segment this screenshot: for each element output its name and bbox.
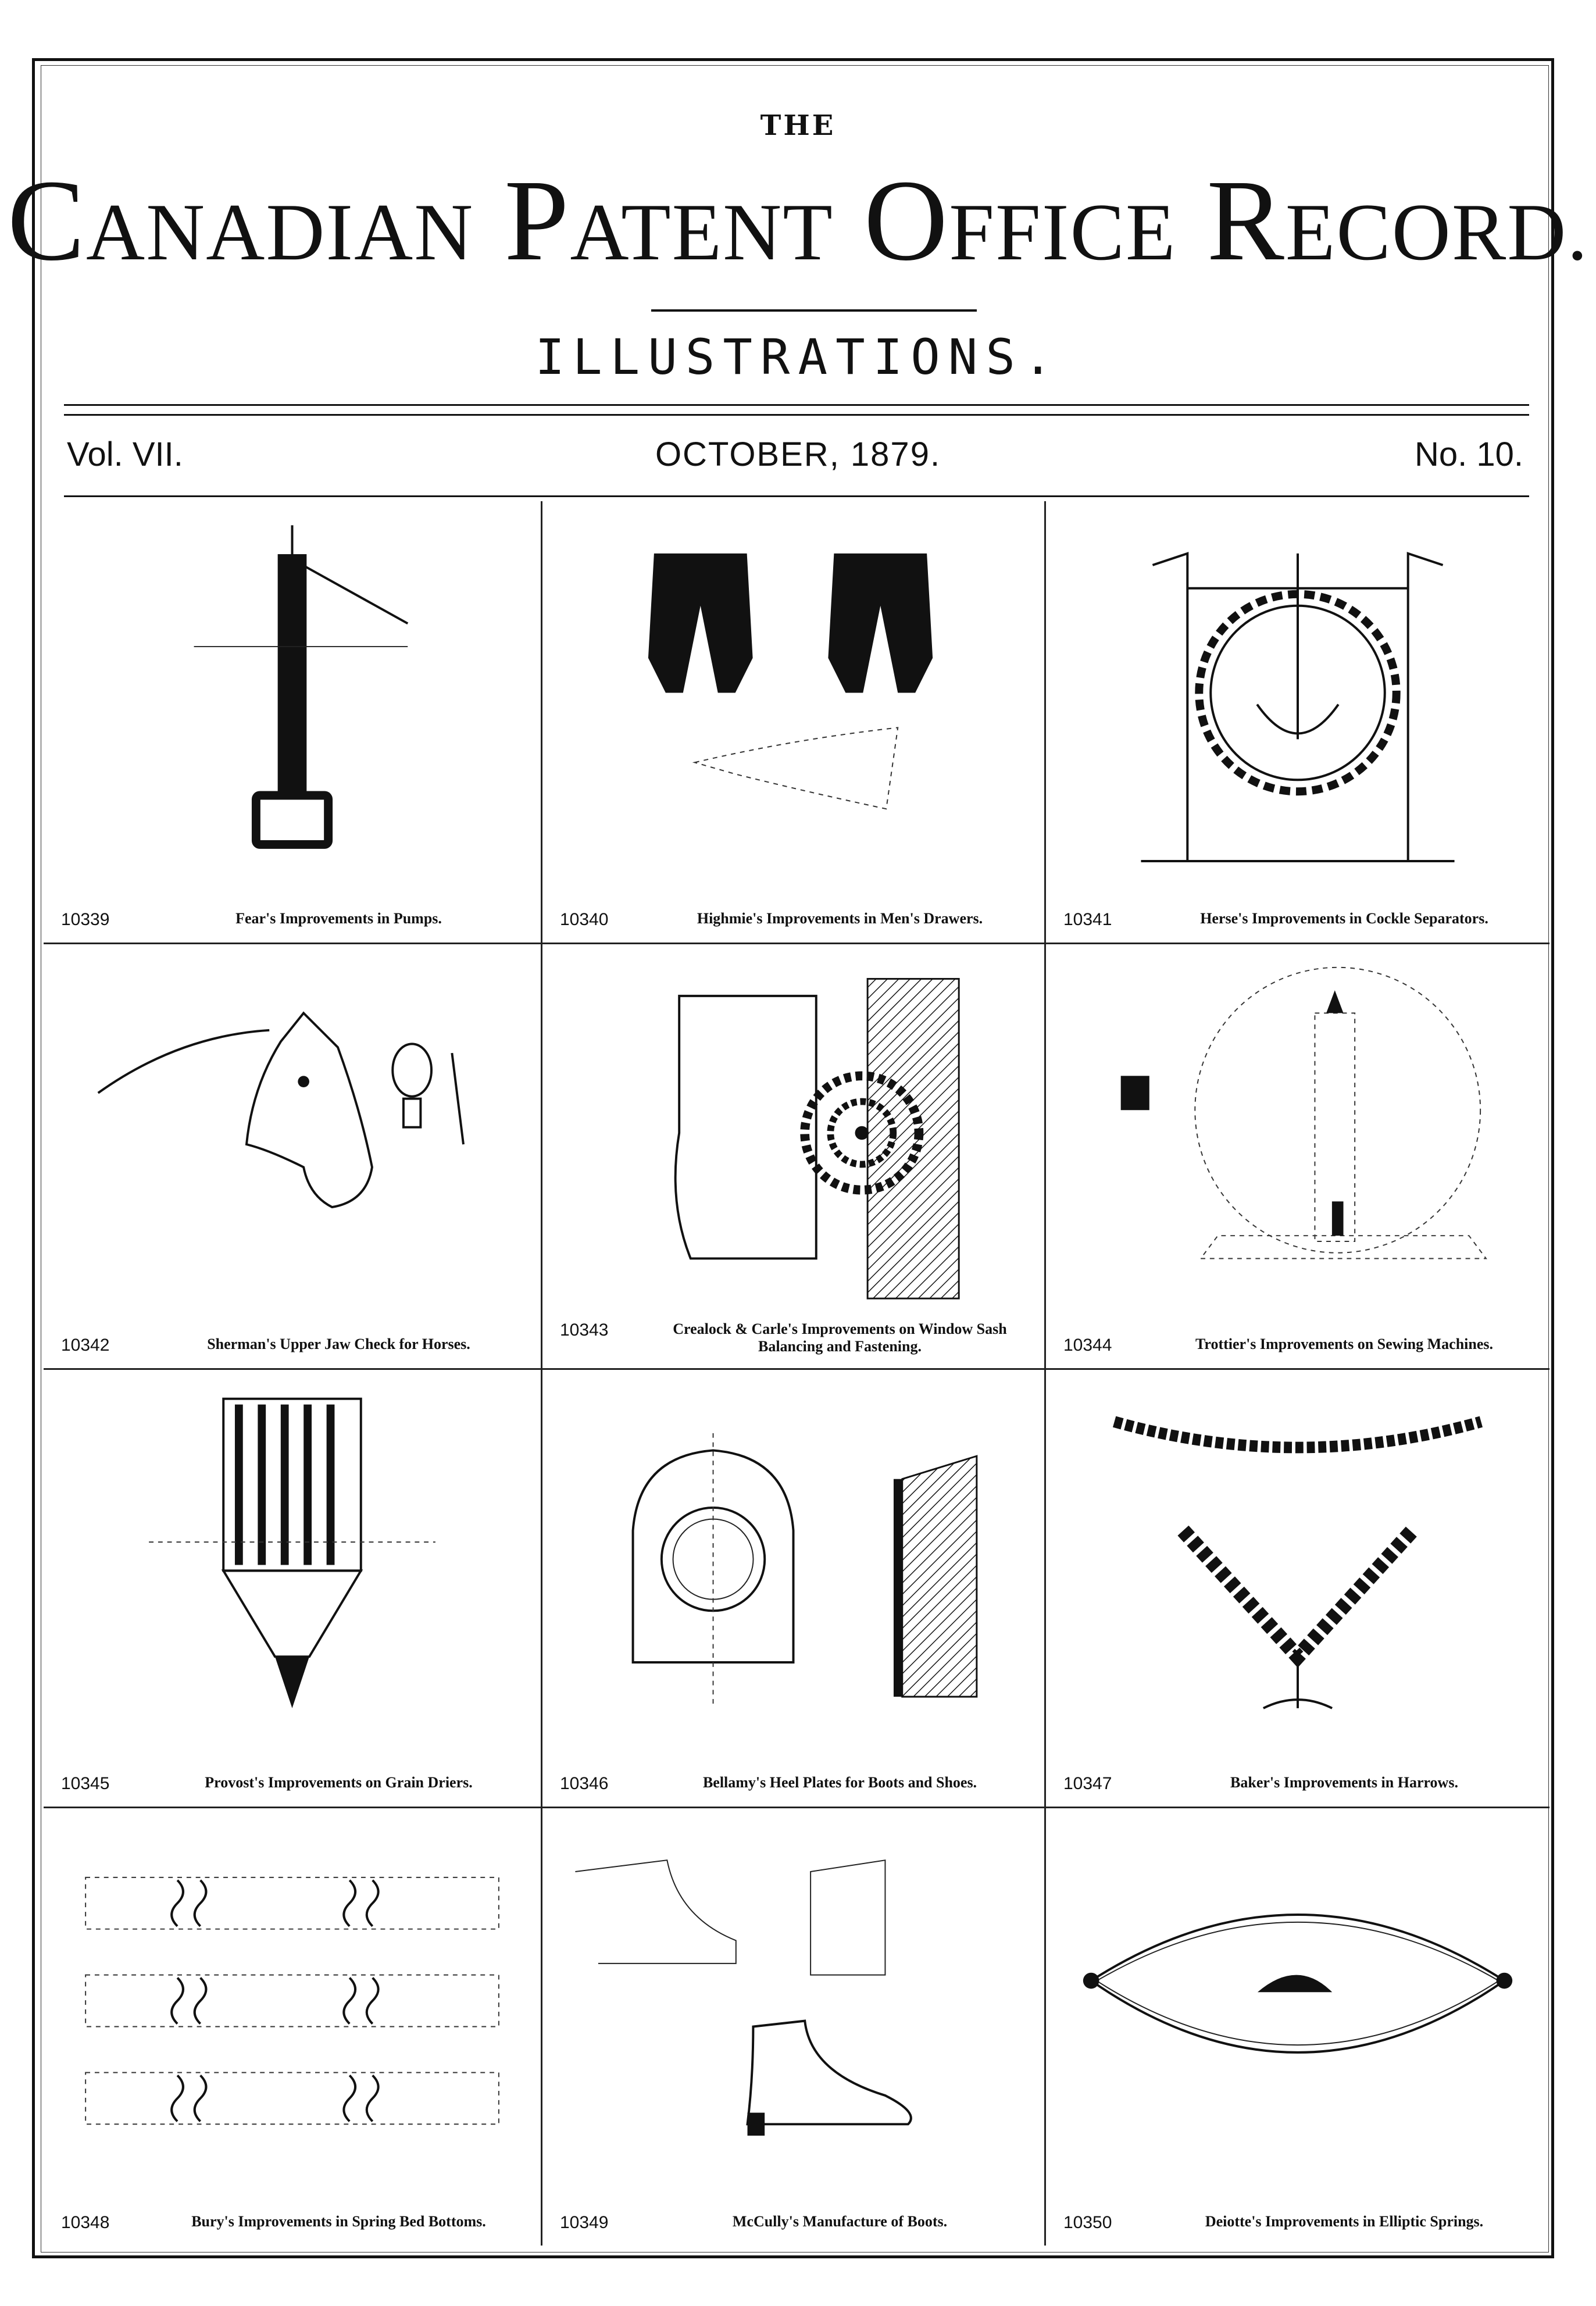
caption-10349: 10349 McCully's Manufacture of Boots. bbox=[560, 2213, 1033, 2233]
header-rule-top-2 bbox=[64, 414, 1529, 416]
sewing-machine-illustration bbox=[1063, 962, 1532, 1304]
figure-number: 10339 bbox=[61, 910, 110, 929]
pump-illustration bbox=[61, 519, 523, 879]
boot-illustration bbox=[560, 1826, 1027, 2182]
figure-cell-10346: 10346 Bellamy's Heel Plates for Boots an… bbox=[542, 1370, 1046, 1808]
title-word-3: OFFICE bbox=[863, 156, 1177, 285]
figure-caption: Baker's Improvements in Harrows. bbox=[1230, 1774, 1458, 1791]
issue-date: OCTOBER, 1879. bbox=[655, 436, 941, 473]
figure-number: 10341 bbox=[1063, 910, 1112, 929]
figure-number: 10340 bbox=[560, 910, 609, 929]
figure-number: 10345 bbox=[61, 1774, 110, 1793]
issue-number: No. 10. bbox=[1415, 436, 1523, 473]
caption-10342: 10342 Sherman's Upper Jaw Check for Hors… bbox=[61, 1336, 529, 1355]
figure-cell-10350: 10350 Deiotte's Improvements in Elliptic… bbox=[1046, 1808, 1549, 2246]
page-inner-frame bbox=[41, 65, 1549, 2253]
header-the: THE bbox=[760, 109, 836, 142]
figure-caption: Bury's Improvements in Spring Bed Bottom… bbox=[191, 2213, 486, 2230]
figure-caption: McCully's Manufacture of Boots. bbox=[732, 2213, 948, 2230]
illustration-grid: 10339 Fear's Improvements in Pumps. 1034… bbox=[44, 501, 1549, 2246]
caption-10343: 10343 Crealock & Carle's Improvements on… bbox=[560, 1320, 1033, 1355]
caption-10344: 10344 Trottier's Improvements on Sewing … bbox=[1063, 1336, 1538, 1355]
figure-number: 10346 bbox=[560, 1774, 609, 1793]
separator-illustration bbox=[1063, 519, 1532, 879]
figure-number: 10342 bbox=[61, 1336, 110, 1355]
figure-cell-10345: 10345 Provost's Improvements on Grain Dr… bbox=[44, 1370, 542, 1808]
header-rule-bottom bbox=[64, 495, 1529, 497]
window-sash-illustration bbox=[560, 962, 1027, 1304]
figure-caption: Highmie's Improvements in Men's Drawers. bbox=[697, 910, 983, 927]
volume-label: Vol. VII. bbox=[67, 436, 183, 473]
figure-cell-10342: 10342 Sherman's Upper Jaw Check for Hors… bbox=[44, 944, 542, 1370]
title-word-1: CANADIAN bbox=[7, 156, 474, 285]
figure-number: 10347 bbox=[1063, 1774, 1112, 1793]
figure-cell-10341: 10341 Herse's Improvements in Cockle Sep… bbox=[1046, 501, 1549, 944]
figure-caption: Trottier's Improvements on Sewing Machin… bbox=[1195, 1336, 1494, 1352]
figure-number: 10344 bbox=[1063, 1336, 1112, 1355]
drawers-illustration bbox=[560, 519, 1027, 879]
page-frame bbox=[32, 58, 1554, 2258]
figure-cell-10347: 10347 Baker's Improvements in Harrows. bbox=[1046, 1370, 1549, 1808]
figure-cell-10339: 10339 Fear's Improvements in Pumps. bbox=[44, 501, 542, 944]
elliptic-spring-illustration bbox=[1063, 1826, 1532, 2182]
grain-drier-illustration bbox=[61, 1387, 523, 1743]
figure-caption: Bellamy's Heel Plates for Boots and Shoe… bbox=[702, 1774, 977, 1791]
page-title: CANADIAN PATENT OFFICE RECORD. bbox=[0, 163, 1596, 279]
caption-10345: 10345 Provost's Improvements on Grain Dr… bbox=[61, 1774, 529, 1794]
title-word-2: PATENT bbox=[504, 156, 834, 285]
header-rule-top bbox=[64, 404, 1529, 406]
caption-10350: 10350 Deiotte's Improvements in Elliptic… bbox=[1063, 2213, 1538, 2233]
figure-cell-10348: 10348 Bury's Improvements in Spring Bed … bbox=[44, 1808, 542, 2246]
spring-row bbox=[85, 1876, 499, 1930]
figure-cell-10349: 10349 McCully's Manufacture of Boots. bbox=[542, 1808, 1046, 2246]
caption-10340: 10340 Highmie's Improvements in Men's Dr… bbox=[560, 910, 1033, 930]
page-subtitle: ILLUSTRATIONS. bbox=[535, 329, 1061, 385]
figure-cell-10340: 10340 Highmie's Improvements in Men's Dr… bbox=[542, 501, 1046, 944]
figure-cell-10344: 10344 Trottier's Improvements on Sewing … bbox=[1046, 944, 1549, 1370]
figure-caption: Provost's Improvements on Grain Driers. bbox=[205, 1774, 473, 1791]
bed-springs-illustration bbox=[61, 1826, 523, 2182]
figure-number: 10343 bbox=[560, 1320, 609, 1340]
caption-10339: 10339 Fear's Improvements in Pumps. bbox=[61, 910, 529, 930]
figure-caption: Deiotte's Improvements in Elliptic Sprin… bbox=[1205, 2213, 1484, 2230]
caption-10348: 10348 Bury's Improvements in Spring Bed … bbox=[61, 2213, 529, 2233]
figure-caption: Fear's Improvements in Pumps. bbox=[235, 910, 442, 927]
caption-10347: 10347 Baker's Improvements in Harrows. bbox=[1063, 1774, 1538, 1794]
figure-caption: Crealock & Carle's Improvements on Windo… bbox=[673, 1320, 1007, 1355]
horse-head-illustration bbox=[61, 962, 523, 1304]
figure-number: 10349 bbox=[560, 2213, 609, 2232]
harrow-illustration bbox=[1063, 1387, 1532, 1743]
figure-caption: Herse's Improvements in Cockle Separator… bbox=[1200, 910, 1488, 927]
caption-10341: 10341 Herse's Improvements in Cockle Sep… bbox=[1063, 910, 1538, 930]
title-word-4: RECORD. bbox=[1206, 156, 1589, 285]
figure-caption: Sherman's Upper Jaw Check for Horses. bbox=[207, 1336, 470, 1352]
figure-cell-10343: 10343 Crealock & Carle's Improvements on… bbox=[542, 944, 1046, 1370]
caption-10346: 10346 Bellamy's Heel Plates for Boots an… bbox=[560, 1774, 1033, 1794]
heel-plate-illustration bbox=[560, 1387, 1027, 1743]
title-rule bbox=[651, 309, 977, 312]
figure-number: 10350 bbox=[1063, 2213, 1112, 2232]
figure-number: 10348 bbox=[61, 2213, 110, 2232]
